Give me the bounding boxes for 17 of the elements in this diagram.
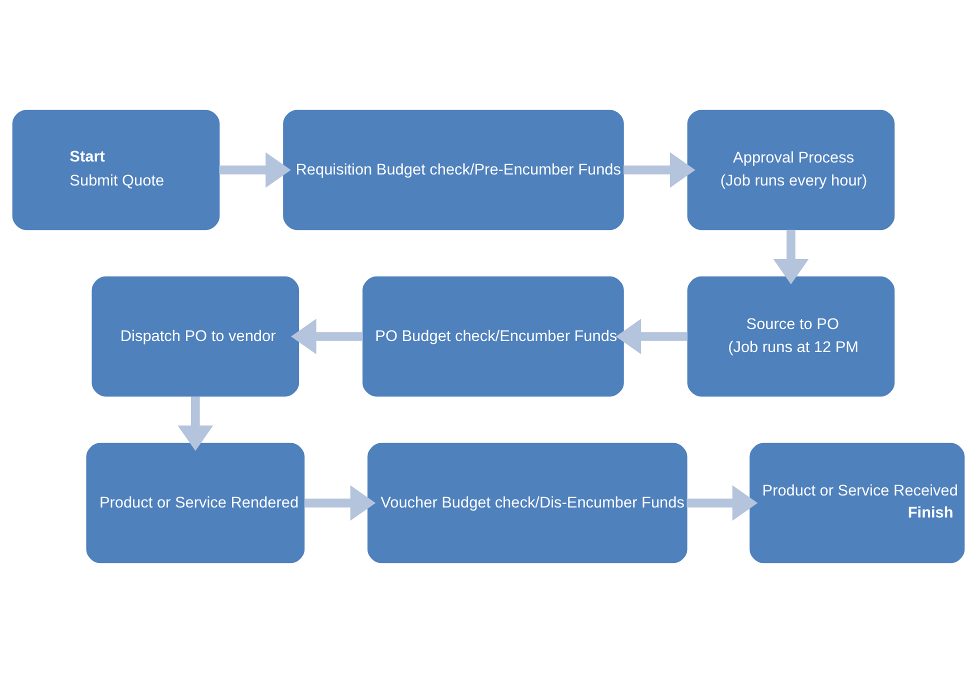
node-box: Dispatch PO to vendor	[92, 276, 300, 397]
node-box: Source to PO (Job runs at 12 PM	[687, 276, 895, 397]
arrow	[304, 485, 376, 521]
node-box: Product or Service Received Finish	[750, 442, 965, 564]
arrow	[290, 318, 363, 354]
node-box: Approval Process (Job runs every hour)	[687, 110, 895, 230]
arrow	[616, 318, 688, 354]
node-box: PO Budget check/Encumber Funds	[362, 276, 624, 397]
arrow	[773, 230, 809, 284]
arrow	[624, 152, 696, 188]
node-box: Start Submit Quote	[12, 110, 220, 230]
arrow	[219, 152, 291, 188]
arrow	[178, 396, 214, 451]
node-box: Voucher Budget check/Dis-Encumber Funds	[367, 442, 688, 564]
arrow	[686, 485, 758, 521]
node-box: Requisition Budget check/Pre-Encumber Funds	[283, 110, 624, 230]
node-box: Product or Service Rendered	[86, 442, 305, 564]
